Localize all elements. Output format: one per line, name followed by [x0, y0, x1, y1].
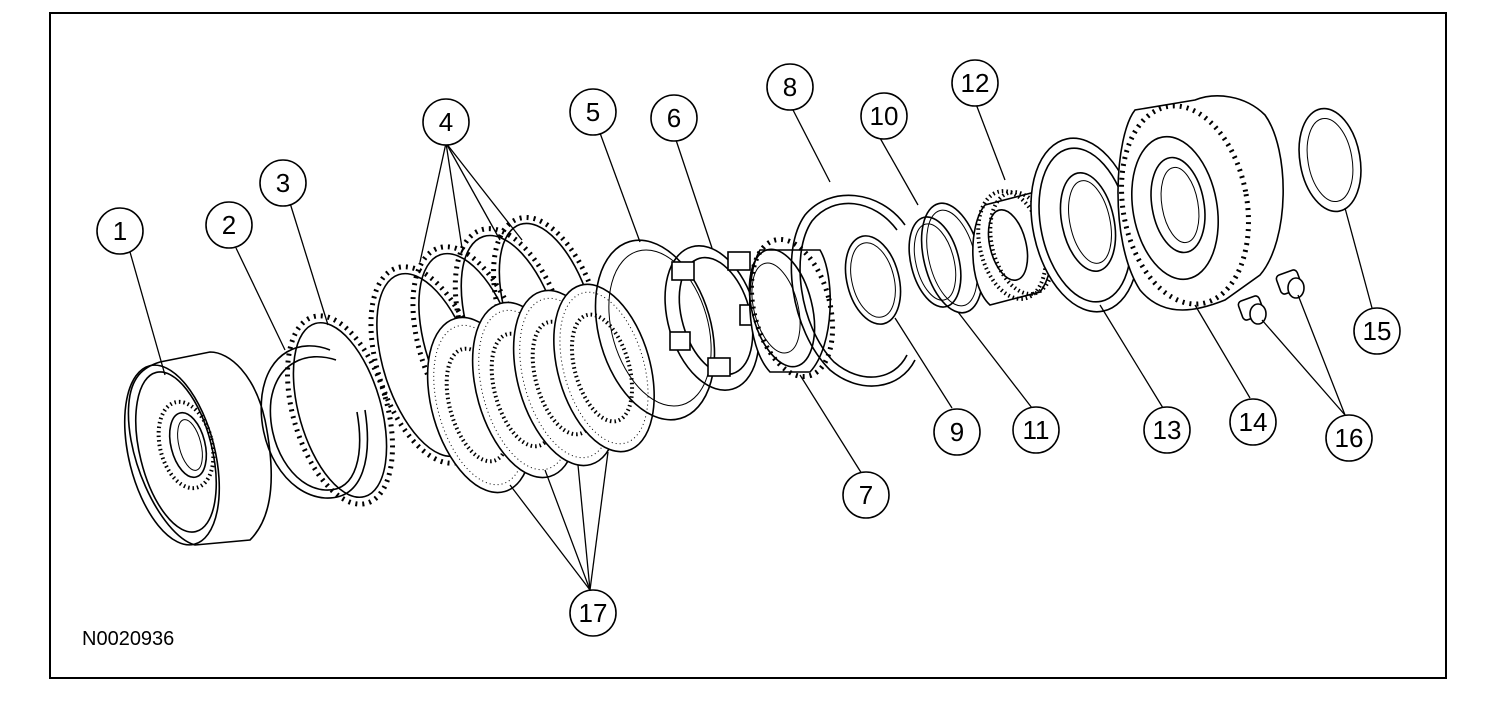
- callout-2: 2: [205, 201, 253, 249]
- callout-5: 5: [569, 88, 617, 136]
- part-14-housing: [1117, 95, 1284, 311]
- callout-8: 8: [766, 63, 814, 111]
- callout-13-label: 13: [1153, 415, 1182, 445]
- callout-11-label: 11: [1023, 415, 1050, 445]
- callout-16: 16: [1325, 414, 1373, 462]
- leader-lines: [129, 103, 1373, 591]
- callout-12: 12: [951, 59, 999, 107]
- callout-4: 4: [422, 98, 470, 146]
- part-16-seals: [1237, 269, 1305, 325]
- callout-12-label: 12: [961, 68, 990, 98]
- part-2-snap-ring: [260, 345, 369, 499]
- callout-3: 3: [259, 159, 307, 207]
- part-5-pressure-plate: [594, 239, 716, 421]
- callout-3-label: 3: [276, 168, 290, 198]
- callout-17-label: 17: [579, 598, 608, 628]
- callout-9: 9: [933, 408, 981, 456]
- part-9-ring: [844, 235, 902, 325]
- callout-14: 14: [1229, 398, 1277, 446]
- callout-5-label: 5: [586, 97, 600, 127]
- part-1-drum: [123, 351, 273, 546]
- callout-15-label: 15: [1363, 316, 1392, 346]
- callout-6-label: 6: [667, 103, 681, 133]
- figure-code: N0020936: [82, 628, 174, 650]
- callout-9-label: 9: [950, 417, 964, 447]
- callout-6: 6: [650, 94, 698, 142]
- callout-7: 7: [842, 471, 890, 519]
- callout-17: 17: [569, 589, 617, 637]
- diagram-frame: [49, 12, 1447, 679]
- callout-1: 1: [96, 207, 144, 255]
- callout-10: 10: [860, 92, 908, 140]
- callout-8-label: 8: [783, 72, 797, 102]
- callout-4-label: 4: [439, 107, 453, 137]
- callout-11: 11: [1012, 406, 1060, 454]
- callout-10-label: 10: [870, 101, 899, 131]
- callout-14-label: 14: [1239, 407, 1268, 437]
- part-17-friction-plates: [426, 283, 655, 494]
- callout-1-label: 1: [113, 216, 127, 246]
- callout-13: 13: [1143, 406, 1191, 454]
- callout-2-label: 2: [222, 210, 236, 240]
- part-10-ring: [908, 216, 962, 308]
- part-3-plate: [285, 313, 395, 507]
- part-8-snap-ring: [790, 194, 916, 387]
- callout-16-label: 16: [1335, 423, 1364, 453]
- callout-7-label: 7: [859, 480, 873, 510]
- callout-15: 15: [1353, 307, 1401, 355]
- part-15-washer: [1298, 107, 1362, 213]
